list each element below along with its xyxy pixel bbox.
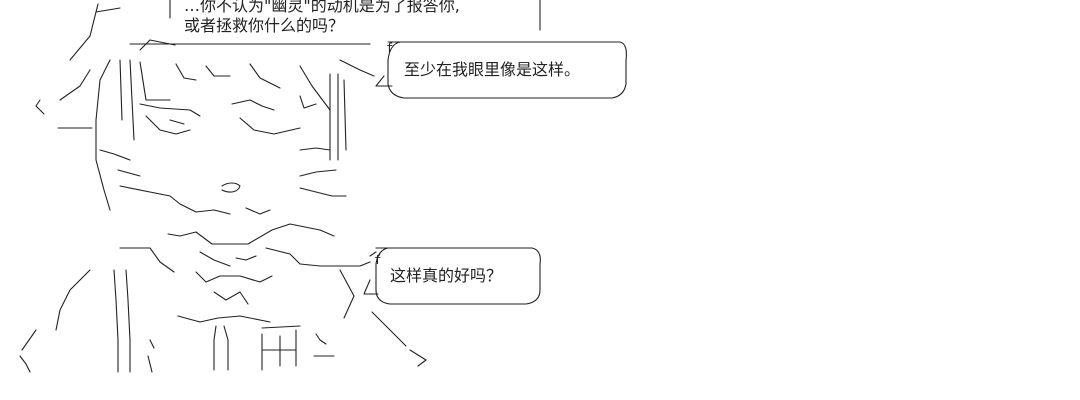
- left-eye: [139, 103, 201, 135]
- head-outline: [59, 59, 111, 211]
- shoulders: [55, 269, 131, 373]
- top-bubble-line-1: …你不认为"幽灵"的动机是为了报答你,: [184, 0, 460, 15]
- right-eye: [231, 95, 317, 135]
- stray-mark: f: [386, 41, 393, 55]
- top-bubble-frame: [169, 0, 541, 31]
- lower-bubble-text: 这样真的好吗？: [390, 266, 503, 285]
- middle-bubble: [387, 41, 627, 99]
- middle-bubble-text: 至少在我眼里像是这样。: [404, 60, 581, 79]
- stray-mark: f: [374, 253, 381, 267]
- collar: [119, 247, 371, 273]
- mouth: [195, 207, 271, 215]
- coat: [177, 315, 271, 371]
- top-bubble-line-2: 或者拯救你什么的吗？: [184, 16, 345, 35]
- nose: [221, 182, 241, 193]
- hair-strands: [119, 59, 375, 141]
- lower-bubble: [375, 247, 541, 305]
